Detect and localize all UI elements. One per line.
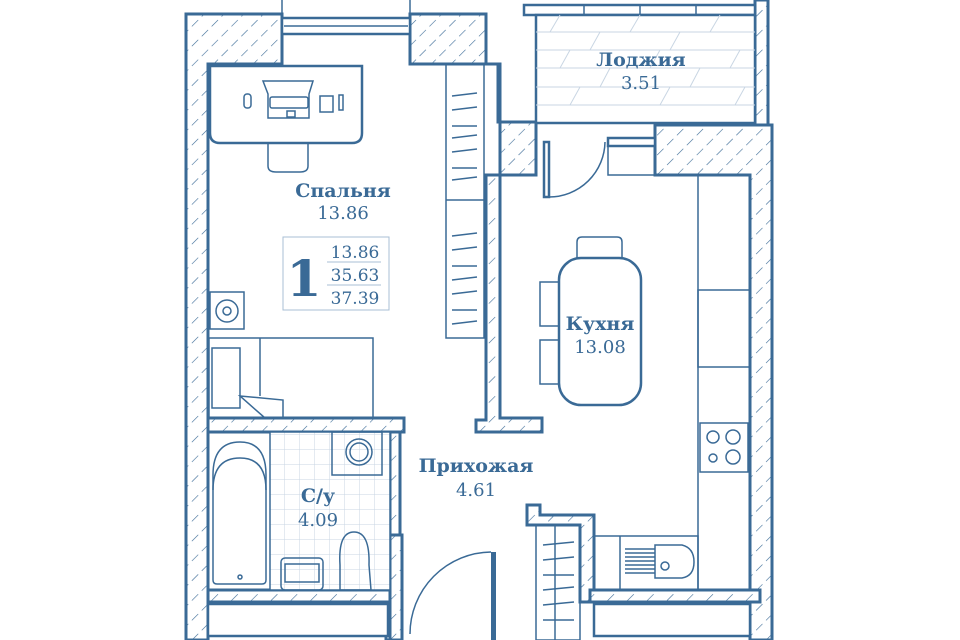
desk [208, 64, 364, 173]
room-label-kitchen: Кухня [566, 313, 635, 335]
total-area-with-loggia: 37.39 [331, 289, 380, 309]
window-bottom-left [206, 602, 390, 638]
window-bedroom [280, 0, 412, 36]
living-area: 13.86 [331, 243, 380, 263]
loggia-door[interactable] [542, 136, 657, 199]
apartment-summary: 1 13.86 35.63 37.39 [282, 236, 390, 311]
hall-wardrobe [535, 524, 581, 640]
room-area-kitchen: 13.08 [574, 337, 626, 358]
room-area-bedroom: 13.86 [317, 203, 369, 224]
room-label-hallway: Прихожая [419, 455, 534, 477]
room-label-bedroom: Спальня [295, 180, 391, 202]
kitchen-counter [593, 174, 751, 591]
dining-table [539, 236, 643, 407]
bed [208, 337, 374, 419]
total-area: 35.63 [331, 266, 380, 286]
bedroom-wardrobe [445, 63, 485, 339]
room-area-bathroom: 4.09 [298, 510, 338, 531]
loggia [522, 3, 757, 125]
entrance-door[interactable] [409, 551, 496, 640]
bathroom [207, 431, 391, 591]
room-label-bathroom: С/у [301, 485, 335, 507]
bedroom-nightstand [209, 291, 245, 330]
rooms-count: 1 [287, 249, 322, 308]
walls [184, 0, 774, 640]
window-bottom-right [592, 602, 752, 638]
room-label-loggia: Лоджия [596, 49, 685, 71]
room-area-hallway: 4.61 [456, 480, 496, 501]
room-area-loggia: 3.51 [621, 73, 661, 94]
